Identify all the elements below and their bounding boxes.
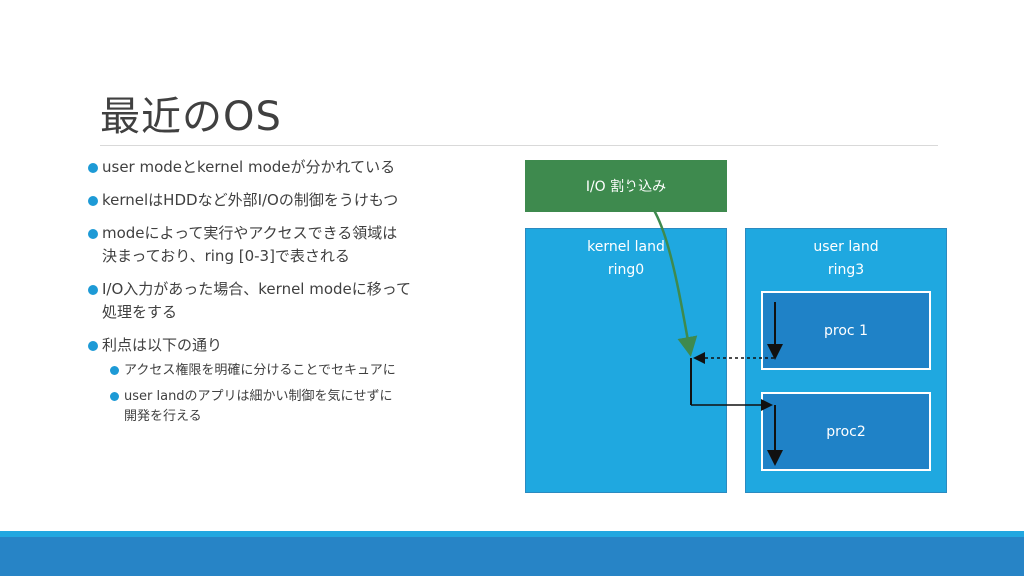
user-land-label: user land (813, 239, 879, 255)
bullet-dot-icon (88, 196, 98, 206)
io-interrupt-box: I/O 割り込み (525, 160, 727, 212)
bullet-text: 処理をする (102, 303, 178, 321)
sub-bullet-text: 開発を行える (124, 409, 202, 424)
bullet-item: 利点は以下の通り (88, 334, 518, 357)
bullet-dot-icon (88, 229, 98, 239)
bullet-list: user modeとkernel modeが分かれている kernelはHDDな… (88, 156, 518, 433)
bullet-dot-icon (88, 285, 98, 295)
title-divider (100, 145, 938, 146)
kernel-land-box: kernel land ring0 (525, 228, 727, 493)
bullet-text: modeによって実行やアクセスできる領域は (102, 224, 398, 242)
bullet-item: user modeとkernel modeが分かれている (88, 156, 518, 179)
sub-bullet-text: user landのアプリは細かい制御を気にせずに (124, 389, 393, 404)
proc1-box: proc 1 (761, 291, 931, 370)
bullet-dot-icon (110, 392, 119, 401)
bullet-item: I/O入力があった場合、kernel modeに移って 処理をする (88, 278, 518, 324)
sub-bullet-item: アクセス権限を明確に分けることでセキュアに (110, 361, 518, 381)
kernel-land-label: kernel land (587, 239, 665, 255)
bullet-text: 利点は以下の通り (102, 336, 223, 354)
proc2-box: proc2 (761, 392, 931, 471)
footer-accent-bar (0, 531, 1024, 537)
bullet-dot-icon (110, 366, 119, 375)
footer-bar (0, 537, 1024, 576)
bullet-text: kernelはHDDなど外部I/Oの制御をうけもつ (102, 191, 399, 209)
user-ring-label: ring3 (827, 262, 865, 278)
bullet-text: I/O入力があった場合、kernel modeに移って (102, 280, 412, 298)
slide-title: 最近のOS (100, 94, 282, 140)
bullet-item: modeによって実行やアクセスできる領域は 決まっており、ring [0-3]で… (88, 222, 518, 268)
bullet-dot-icon (88, 341, 98, 351)
bullet-text: 決まっており、ring [0-3]で表される (102, 247, 350, 265)
bullet-dot-icon (88, 163, 98, 173)
sub-bullet-item: user landのアプリは細かい制御を気にせずに 開発を行える (110, 387, 518, 427)
kernel-ring-label: ring0 (607, 262, 645, 278)
bullet-item: kernelはHDDなど外部I/Oの制御をうけもつ (88, 189, 518, 212)
bullet-text: user modeとkernel modeが分かれている (102, 158, 396, 176)
sub-bullet-text: アクセス権限を明確に分けることでセキュアに (124, 363, 396, 378)
